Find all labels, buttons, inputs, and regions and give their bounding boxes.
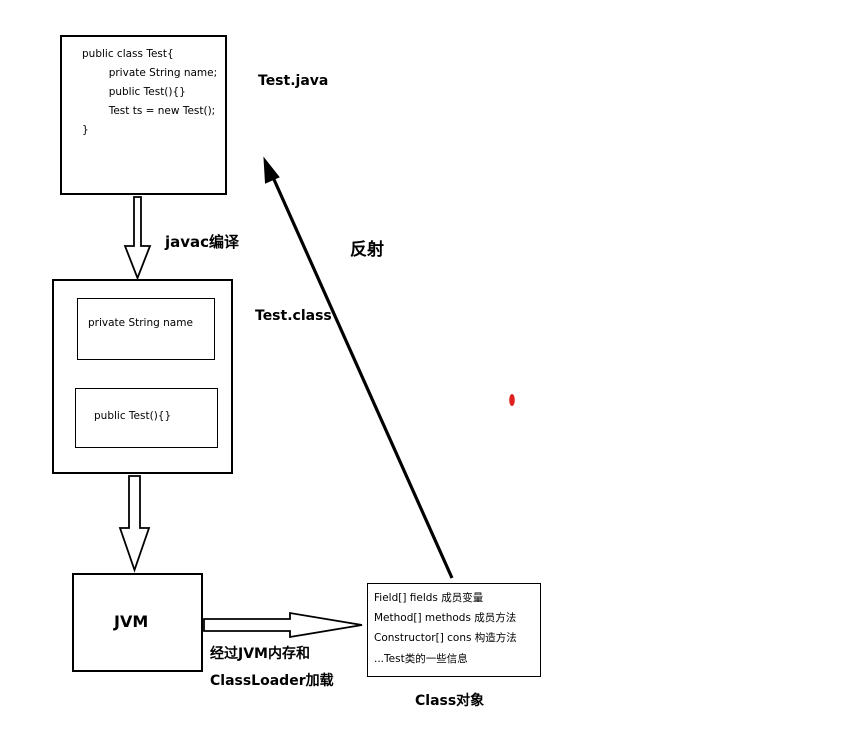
constructor-item-text: public Test(){} (94, 410, 172, 422)
jvm-box: JVM (72, 573, 203, 672)
field-item-box: private String name (77, 298, 215, 360)
constructor-item-box: public Test(){} (75, 388, 218, 448)
reflection-label: 反射 (350, 240, 384, 260)
red-dot (509, 394, 515, 406)
class-object-item-4: ...Test类的一些信息 (374, 653, 468, 665)
jvm-label: JVM (114, 612, 149, 631)
compile-label: javac编译 (165, 233, 240, 251)
jvm-to-class-object-arrow (203, 611, 363, 639)
source-line-2: private String name; (82, 67, 218, 79)
class-file-box: private String name public Test(){} (52, 279, 233, 474)
source-line-4: Test ts = new Test(); (82, 105, 216, 117)
class-object-box: Field[] fields 成员变量 Method[] methods 成员方… (367, 583, 541, 677)
load-label-line1: 经过JVM内存和 (210, 646, 310, 662)
reflection-arrow-line (270, 174, 454, 579)
compile-arrow (123, 196, 152, 281)
source-line-5: } (82, 124, 89, 136)
field-item-text: private String name (88, 317, 193, 329)
load-to-jvm-arrow (118, 475, 151, 573)
class-object-label: Class对象 (415, 693, 485, 709)
class-object-item-2: Method[] methods 成员方法 (374, 612, 517, 624)
reflection-arrow-head (263, 156, 280, 184)
test-java-label: Test.java (258, 73, 329, 89)
class-object-item-3: Constructor[] cons 构造方法 (374, 632, 517, 644)
source-code-box: public class Test{ private String name; … (60, 35, 227, 195)
source-line-1: public class Test{ (82, 48, 174, 60)
source-line-3: public Test(){} (82, 86, 186, 98)
class-object-item-1: Field[] fields 成员变量 (374, 592, 484, 604)
load-label-line2: ClassLoader加载 (210, 673, 334, 689)
test-class-label: Test.class (255, 308, 332, 324)
